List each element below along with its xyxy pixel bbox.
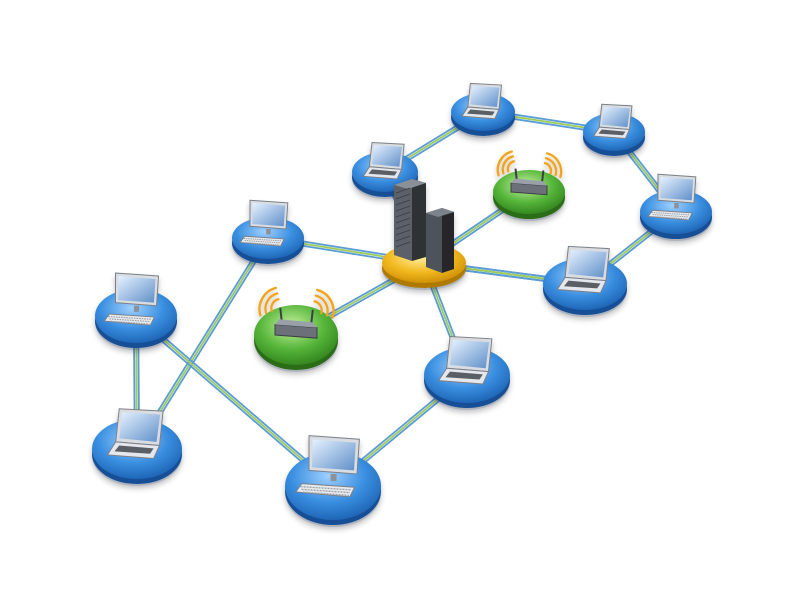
computer-node	[424, 336, 510, 410]
network-link	[133, 313, 336, 489]
computer-node	[95, 272, 177, 350]
computer-node	[583, 103, 645, 158]
server-node	[382, 179, 466, 290]
desktop-computer-icon	[103, 272, 160, 326]
server-tower-icon	[394, 179, 454, 273]
wifi-waves-icon	[258, 286, 335, 319]
computer-node	[640, 173, 712, 241]
desktop-computer-icon	[647, 173, 697, 221]
computer-node	[92, 408, 182, 486]
laptop-icon	[362, 141, 405, 180]
laptop-icon	[106, 408, 164, 459]
nodes-layer	[92, 82, 712, 527]
desktop-computer-icon	[239, 199, 289, 247]
wireless-router-icon	[510, 168, 548, 196]
laptop-icon	[592, 103, 633, 140]
router-node	[493, 150, 565, 221]
wifi-waves-icon	[496, 150, 563, 179]
computer-node	[285, 435, 381, 527]
laptop-icon	[556, 245, 610, 294]
laptop-icon	[437, 336, 493, 385]
computer-node	[543, 245, 627, 317]
desktop-computer-icon	[294, 435, 360, 498]
laptop-icon	[461, 82, 503, 120]
computer-node	[451, 82, 515, 138]
wireless-router-icon	[274, 307, 318, 339]
router-node	[254, 286, 338, 372]
computer-node	[232, 199, 304, 266]
